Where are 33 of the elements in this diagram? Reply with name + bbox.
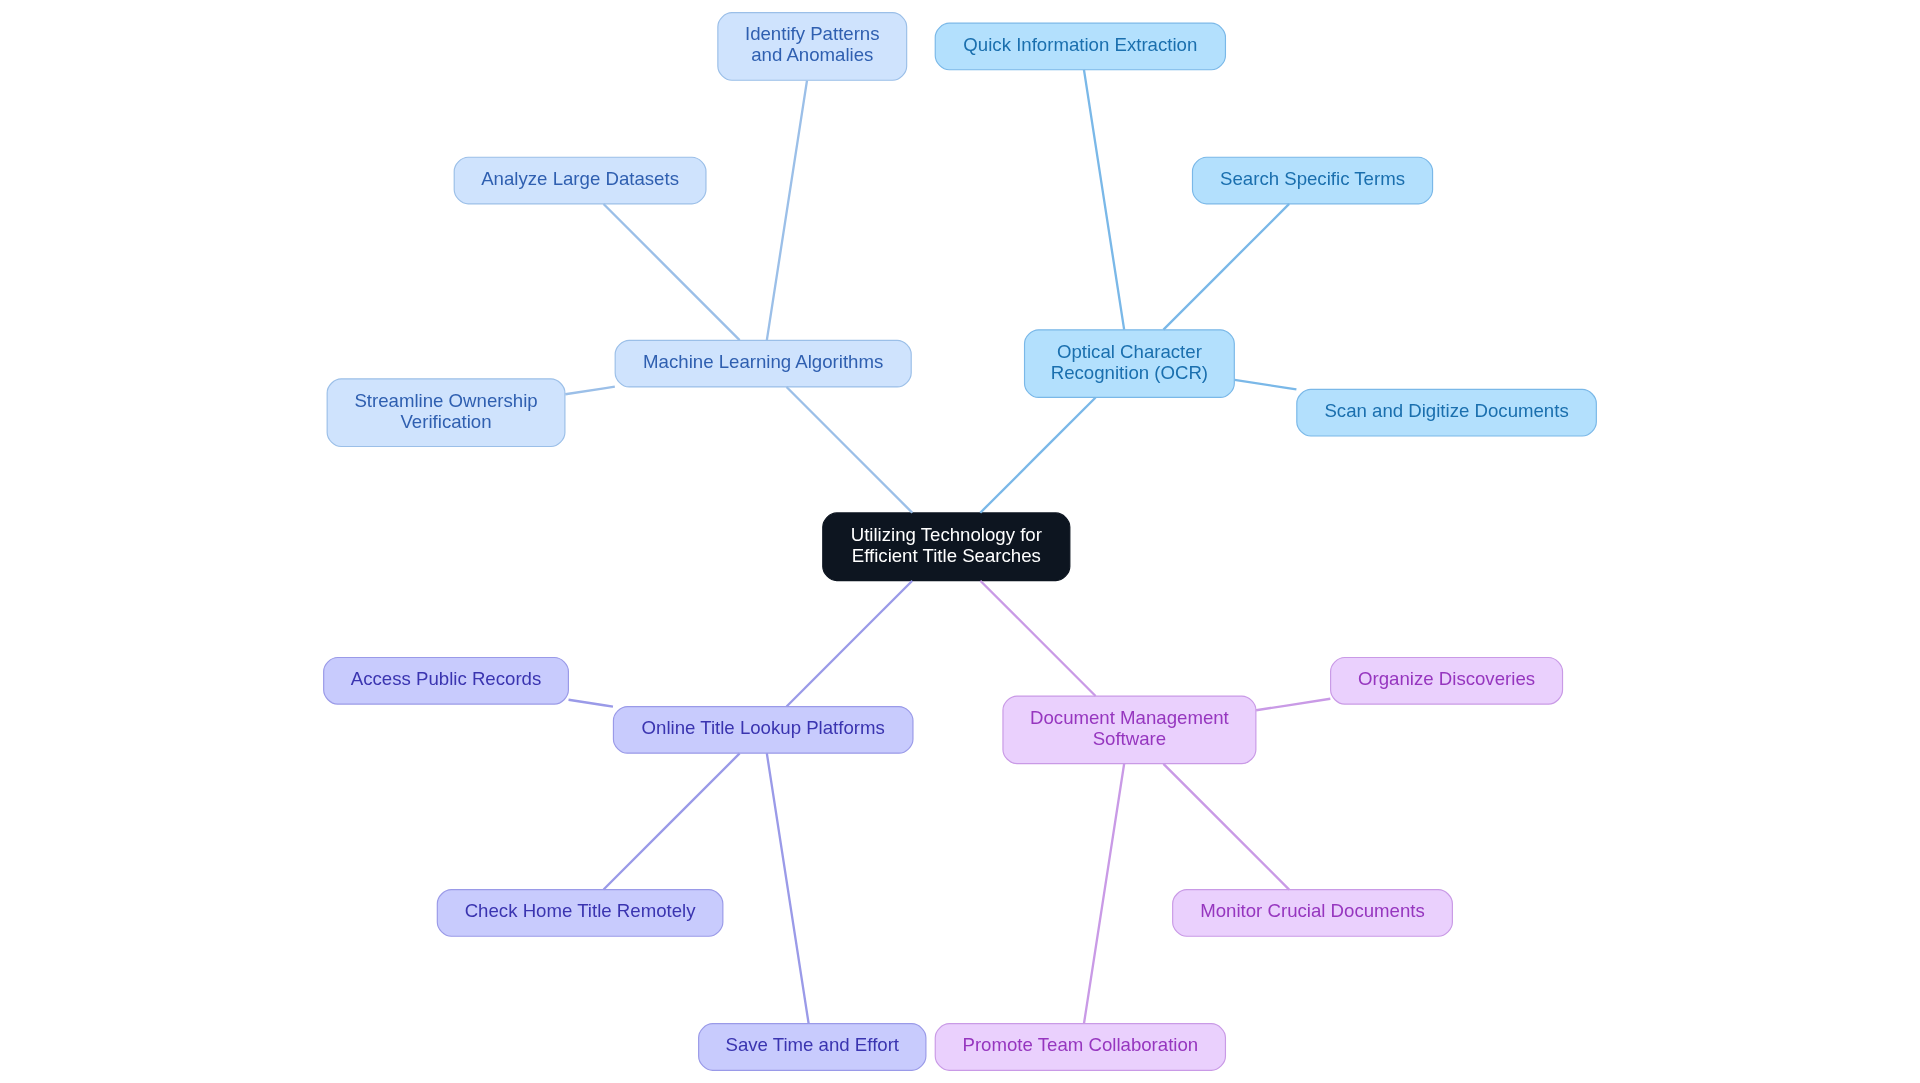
node-box: Save Time and Effort — [698, 1023, 927, 1071]
node-box: Identify Patterns and Anomalies — [717, 12, 908, 81]
connector — [1082, 69, 1126, 330]
node-box: Monitor Crucial Documents — [1172, 889, 1453, 937]
connector — [1162, 203, 1290, 331]
connector — [565, 385, 615, 396]
connector — [765, 80, 809, 341]
connector — [1255, 697, 1331, 712]
node-box: Streamline Ownership Verification — [326, 378, 566, 448]
connector — [602, 203, 741, 341]
node-box: Organize Discoveries — [1330, 656, 1564, 705]
connector — [1082, 763, 1126, 1024]
connector — [568, 698, 614, 708]
node-box: Optical Character Recognition (OCR) — [1023, 329, 1235, 398]
node-box: Online Title Lookup Platforms — [612, 705, 914, 754]
connector — [1234, 378, 1297, 391]
connector — [1162, 763, 1290, 891]
connector — [979, 579, 1097, 697]
connector — [785, 386, 914, 514]
node-box: Scan and Digitize Documents — [1296, 388, 1597, 437]
node-box: Machine Learning Algorithms — [614, 339, 912, 388]
node-box: Promote Team Collaboration — [934, 1023, 1227, 1071]
node-box: Document Management Software — [1002, 695, 1257, 765]
connector — [765, 753, 810, 1024]
node-box: Access Public Records — [323, 656, 569, 705]
node-box: Search Specific Terms — [1191, 156, 1434, 205]
node-box: Utilizing Technology for Efficient Title Searches — [822, 512, 1071, 582]
connector — [785, 579, 914, 708]
node-box: Check Home Title Remotely — [436, 889, 724, 937]
connector — [602, 752, 741, 891]
node-box: Quick Information Extraction — [934, 22, 1227, 71]
node-box: Analyze Large Datasets — [453, 156, 707, 205]
connector — [979, 396, 1097, 514]
